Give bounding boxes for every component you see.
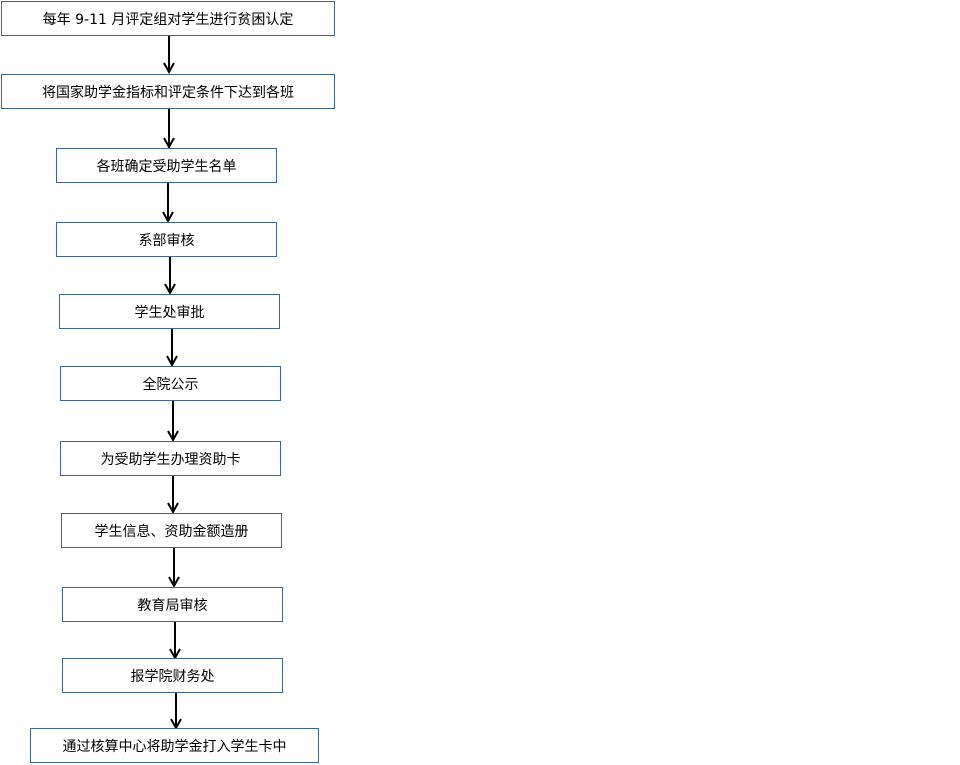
arrow-down — [170, 693, 182, 731]
arrow-down — [163, 36, 175, 75]
step-label: 每年 9-11 月评定组对学生进行贫困认定 — [42, 11, 294, 28]
step-label: 教育局审核 — [137, 597, 208, 614]
arrow-down — [164, 257, 176, 296]
step-label: 通过核算中心将助学金打入学生卡中 — [62, 738, 287, 755]
arrow-down — [168, 548, 180, 589]
step-label: 各班确定受助学生名单 — [96, 158, 237, 175]
step-box-finance-office: 报学院财务处 — [62, 658, 283, 693]
arrow-down — [162, 183, 174, 224]
step-box-distribute-quota: 将国家助学金指标和评定条件下达到各班 — [1, 74, 335, 109]
step-box-college-publicity: 全院公示 — [60, 366, 281, 401]
step-box-student-affairs-approval: 学生处审批 — [59, 294, 280, 329]
step-label: 将国家助学金指标和评定条件下达到各班 — [42, 84, 294, 101]
step-box-register-info: 学生信息、资助金额造册 — [61, 513, 282, 548]
step-label: 学生处审批 — [134, 304, 205, 321]
step-box-class-confirm-list: 各班确定受助学生名单 — [56, 148, 277, 183]
arrow-down — [167, 401, 179, 443]
arrow-down — [163, 109, 175, 150]
arrow-down — [166, 329, 178, 368]
arrow-down — [167, 476, 179, 515]
step-label: 系部审核 — [138, 232, 195, 249]
step-label: 全院公示 — [142, 376, 199, 393]
step-label: 学生信息、资助金额造册 — [94, 523, 249, 540]
step-box-education-bureau-review: 教育局审核 — [62, 587, 283, 622]
arrow-down — [169, 622, 181, 661]
step-box-issue-aid-card: 为受助学生办理资助卡 — [60, 441, 281, 476]
step-label: 为受助学生办理资助卡 — [100, 451, 241, 468]
step-box-transfer-to-student-card: 通过核算中心将助学金打入学生卡中 — [30, 728, 319, 763]
step-box-department-review: 系部审核 — [56, 222, 277, 257]
step-box-poverty-identification: 每年 9-11 月评定组对学生进行贫困认定 — [1, 1, 335, 36]
step-label: 报学院财务处 — [130, 668, 215, 685]
